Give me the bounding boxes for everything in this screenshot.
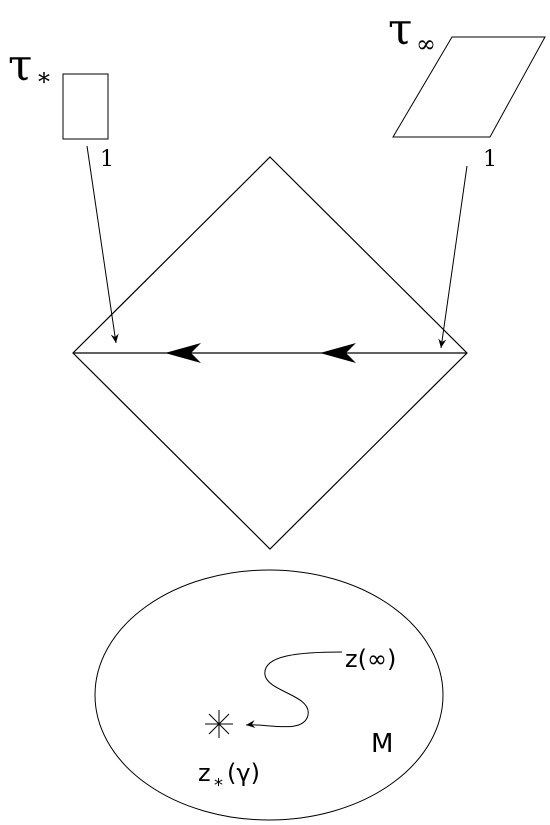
tau-star-side-label: 1 [100, 147, 114, 172]
manifold-label: M [371, 729, 393, 759]
tau-infinity-label: τ ∞ [388, 4, 436, 58]
tau-star-rectangle [62, 73, 109, 140]
tau-star-pointer-arrow [86, 145, 119, 344]
tau-infinity-parallelogram [392, 36, 546, 138]
critical-point-asterisk [205, 710, 233, 738]
tau-star-symbol: τ [8, 40, 32, 91]
tau-infinity-pointer-arrow [438, 165, 468, 349]
tau-star-label: τ * [8, 40, 50, 96]
diagonal-arrowhead-right [320, 343, 356, 363]
diagonal-arrowhead-left [165, 343, 201, 363]
tau-infinity-subscript: ∞ [416, 30, 436, 58]
end-point-base: z [198, 759, 211, 787]
end-point-argument: (γ) [227, 759, 260, 787]
tau-infinity-side-label: 1 [483, 147, 497, 172]
start-point-label: z(∞) [345, 645, 396, 673]
path-curve [245, 651, 343, 729]
diamond [72, 156, 468, 550]
tau-star-subscript: * [38, 68, 50, 96]
manifold-ellipse [94, 569, 444, 821]
tau-infinity-symbol: τ [388, 4, 412, 55]
end-point-label: z * (γ) [198, 759, 260, 796]
end-point-subscript: * [214, 775, 223, 796]
